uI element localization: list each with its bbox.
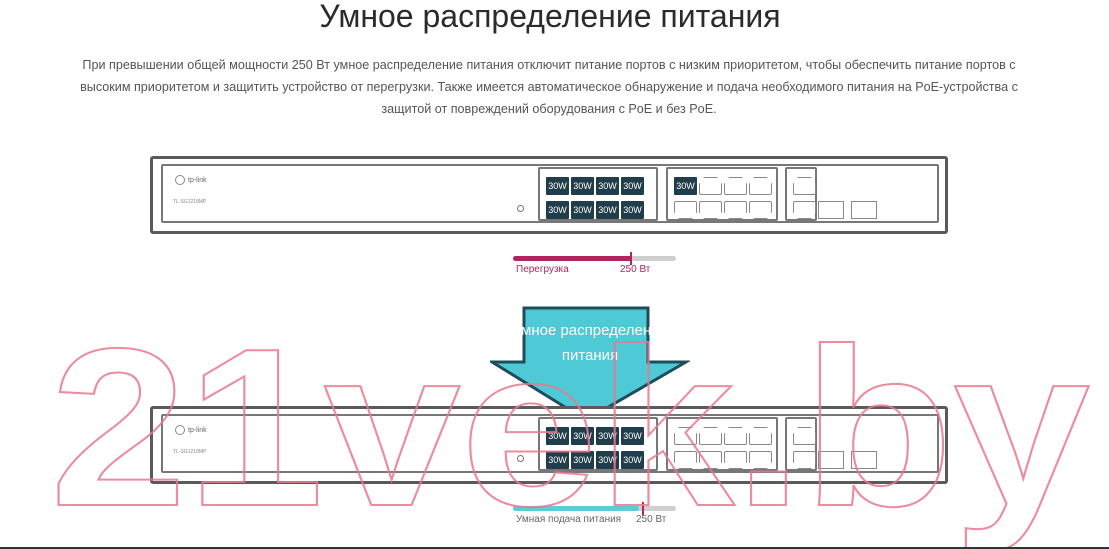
poe-port-active: 30W: [546, 451, 569, 469]
port-group: [785, 167, 817, 221]
poe-port-active: 30W: [571, 427, 594, 445]
poe-port-active: 30W: [674, 177, 697, 195]
ethernet-port-icon: [793, 427, 816, 445]
power-led-icon: [517, 205, 524, 212]
ethernet-port-icon: [793, 451, 816, 469]
brand-name: tp-link: [188, 426, 207, 434]
poe-port-active: 30W: [546, 201, 569, 219]
switch-front-panel: [161, 164, 939, 223]
power-load-bar-bottom: [513, 502, 676, 515]
ethernet-port-icon: [724, 177, 747, 195]
poe-port-active: 30W: [596, 177, 619, 195]
model-label: TL-SG1218MP: [173, 199, 207, 205]
poe-port-active: 30W: [571, 177, 594, 195]
smart-power-label: Умная подача питания: [516, 514, 622, 525]
ethernet-port-icon: [699, 177, 722, 195]
ethernet-port-icon: [699, 427, 722, 445]
ethernet-port-icon: [674, 427, 697, 445]
poe-port-active: 30W: [621, 201, 644, 219]
ethernet-port-icon: [749, 201, 772, 219]
power-limit-tick: [630, 252, 633, 265]
poe-port-active: 30W: [571, 201, 594, 219]
poe-port-active: 30W: [596, 451, 619, 469]
sfp-slot-icon: [818, 201, 844, 219]
ethernet-port-icon: [793, 177, 816, 195]
sfp-slot-icon: [851, 451, 877, 469]
ethernet-port-icon: [674, 451, 697, 469]
ethernet-port-icon: [699, 451, 722, 469]
power-load-fill: [513, 506, 639, 511]
ethernet-port-icon: [674, 201, 697, 219]
ethernet-port-icon: [793, 201, 816, 219]
power-load-fill: [513, 256, 632, 261]
poe-port-active: 30W: [571, 451, 594, 469]
power-limit-label: 250 Вт: [620, 264, 651, 275]
footer-divider: [0, 547, 1109, 549]
brand-logo: tp-link: [175, 175, 207, 185]
switch-front-panel: [161, 414, 939, 473]
poe-port-active: 30W: [596, 427, 619, 445]
tp-link-logo-icon: [175, 175, 185, 185]
poe-port-active: 30W: [596, 201, 619, 219]
description: При превышении общей мощности 250 Вт умн…: [80, 58, 1018, 116]
poe-port-active: 30W: [546, 427, 569, 445]
poe-port-active: 30W: [621, 427, 644, 445]
poe-port-active: 30W: [546, 177, 569, 195]
overload-label: Перегрузка: [516, 264, 569, 275]
ethernet-port-icon: [749, 177, 772, 195]
poe-port-active: 30W: [621, 177, 644, 195]
sfp-slot-icon: [818, 451, 844, 469]
port-group: 30W: [666, 167, 778, 221]
power-load-bar-top: [513, 252, 676, 265]
ethernet-port-icon: [724, 451, 747, 469]
brand-name: tp-link: [188, 176, 207, 184]
ethernet-port-icon: [749, 427, 772, 445]
ethernet-port-icon: [724, 427, 747, 445]
brand-logo: tp-link: [175, 425, 207, 435]
page-title: Умное распределение питания: [319, 0, 781, 34]
poe-port-active: 30W: [621, 451, 644, 469]
sfp-slot-icon: [851, 201, 877, 219]
ethernet-port-icon: [749, 451, 772, 469]
tp-link-logo-icon: [175, 425, 185, 435]
arrow-caption: Умное распределение питания: [512, 322, 668, 364]
model-label: TL-SG1218MP: [173, 449, 207, 455]
power-limit-tick: [641, 502, 644, 515]
power-limit-label: 250 Вт: [636, 514, 667, 525]
ethernet-port-icon: [699, 201, 722, 219]
arrow-down-icon: [490, 306, 690, 422]
power-led-icon: [517, 455, 524, 462]
port-group: [785, 417, 817, 471]
port-group: [666, 417, 778, 471]
ethernet-port-icon: [724, 201, 747, 219]
